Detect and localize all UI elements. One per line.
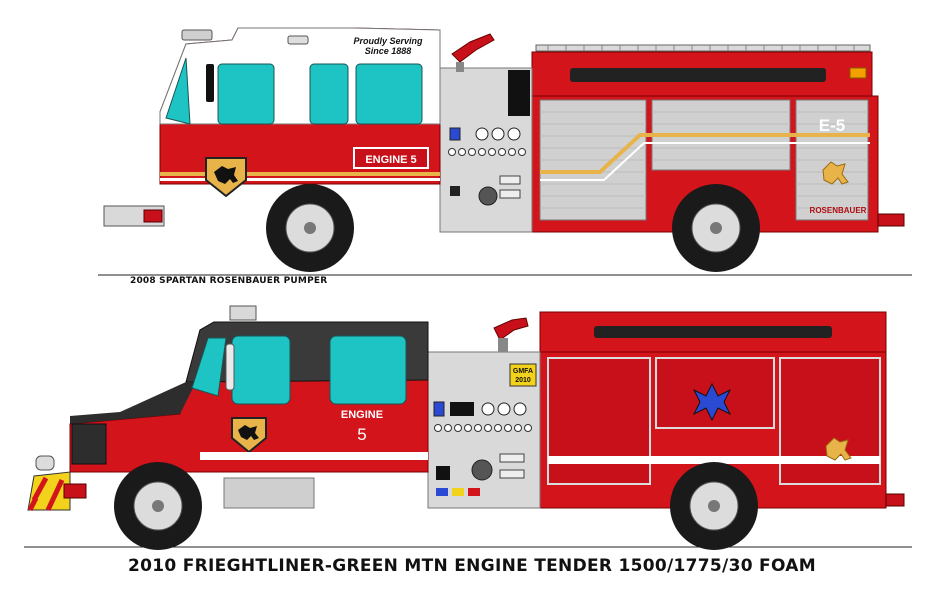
panel-sticker (509, 363, 537, 387)
tender-rear-door-window (329, 335, 407, 405)
maltese-cross-emblem (692, 382, 732, 422)
amber-light (849, 67, 867, 79)
truck-1-pumper: E-5 ROSENBAUER (98, 27, 912, 276)
caption-truck-1: 2008 SPARTAN ROSENBAUER PUMPER (130, 276, 328, 286)
front-wheel-2 (114, 462, 202, 550)
tender-shield-horse (238, 425, 259, 440)
cab-script-line2: Since 1888 (365, 46, 412, 56)
tender-side-mirror (225, 343, 235, 391)
rear-wheel-2 (670, 462, 758, 550)
tender-windshield (191, 337, 227, 397)
front-wheel-1 (266, 184, 354, 272)
pump-panel-opening (508, 70, 530, 116)
tender-door-line1: ENGINE (341, 409, 383, 421)
bucking-horse-logo (822, 161, 849, 185)
caption-truck-2: 2010 FRIEGHTLINER-GREEN MTN ENGINE TENDE… (128, 556, 816, 576)
tender-hood (70, 382, 196, 424)
shield-horse (214, 166, 238, 184)
door-badge: ENGINE 5 (365, 154, 416, 166)
tender-white-stripe (548, 456, 880, 464)
tender-door-line2: 5 (357, 425, 366, 444)
gold-stripe (540, 133, 870, 174)
tender-horse-logo (825, 437, 852, 461)
rear-wheel-1 (672, 184, 760, 272)
tender-rear-step (885, 493, 905, 507)
white-stripe (540, 142, 870, 181)
rear-step (877, 213, 905, 227)
side-mirror (206, 64, 214, 102)
tender-door-1 (547, 357, 651, 485)
maker-badge: ROSENBAUER (810, 206, 867, 215)
truck-2-tender: GMFA 2010 (24, 305, 912, 550)
panel-sticker-line1: GMFA (513, 368, 533, 375)
tender-light-bar (229, 305, 257, 321)
deck-gun (451, 33, 495, 63)
panel-sticker-line2: 2010 (515, 377, 531, 384)
tender-step-box (223, 477, 315, 509)
cab-white-stripe (160, 178, 440, 181)
door-badge-box (353, 147, 429, 169)
tender-cab-stripe (200, 452, 428, 460)
tender-door-3 (779, 357, 881, 485)
tender-grille (71, 423, 107, 465)
pump-gauges (448, 127, 526, 206)
cab-gold-stripe (160, 172, 440, 176)
deck-gun-base (456, 62, 464, 72)
roof-ladder (535, 44, 871, 52)
roof-marker (287, 35, 309, 45)
rear-door-window-1 (309, 63, 349, 125)
tender-deck-gun (493, 317, 529, 341)
bumper-light (143, 209, 163, 223)
hose-bed (570, 68, 826, 82)
tender-chevron-stripes (27, 476, 65, 512)
tender-bumper-light (63, 483, 87, 499)
front-door-window (217, 63, 275, 125)
light-bar (181, 29, 213, 41)
tender-front-door-window (231, 335, 291, 405)
tender-gauges (433, 401, 532, 496)
tender-siren (35, 455, 55, 471)
rear-door-window-2 (355, 63, 423, 125)
tender-deck-gun-base (498, 338, 508, 352)
unit-number: E-5 (819, 116, 845, 135)
windshield (165, 57, 191, 125)
cab-script-line1: Proudly Serving (353, 36, 423, 46)
tender-hose-bed (594, 326, 832, 338)
